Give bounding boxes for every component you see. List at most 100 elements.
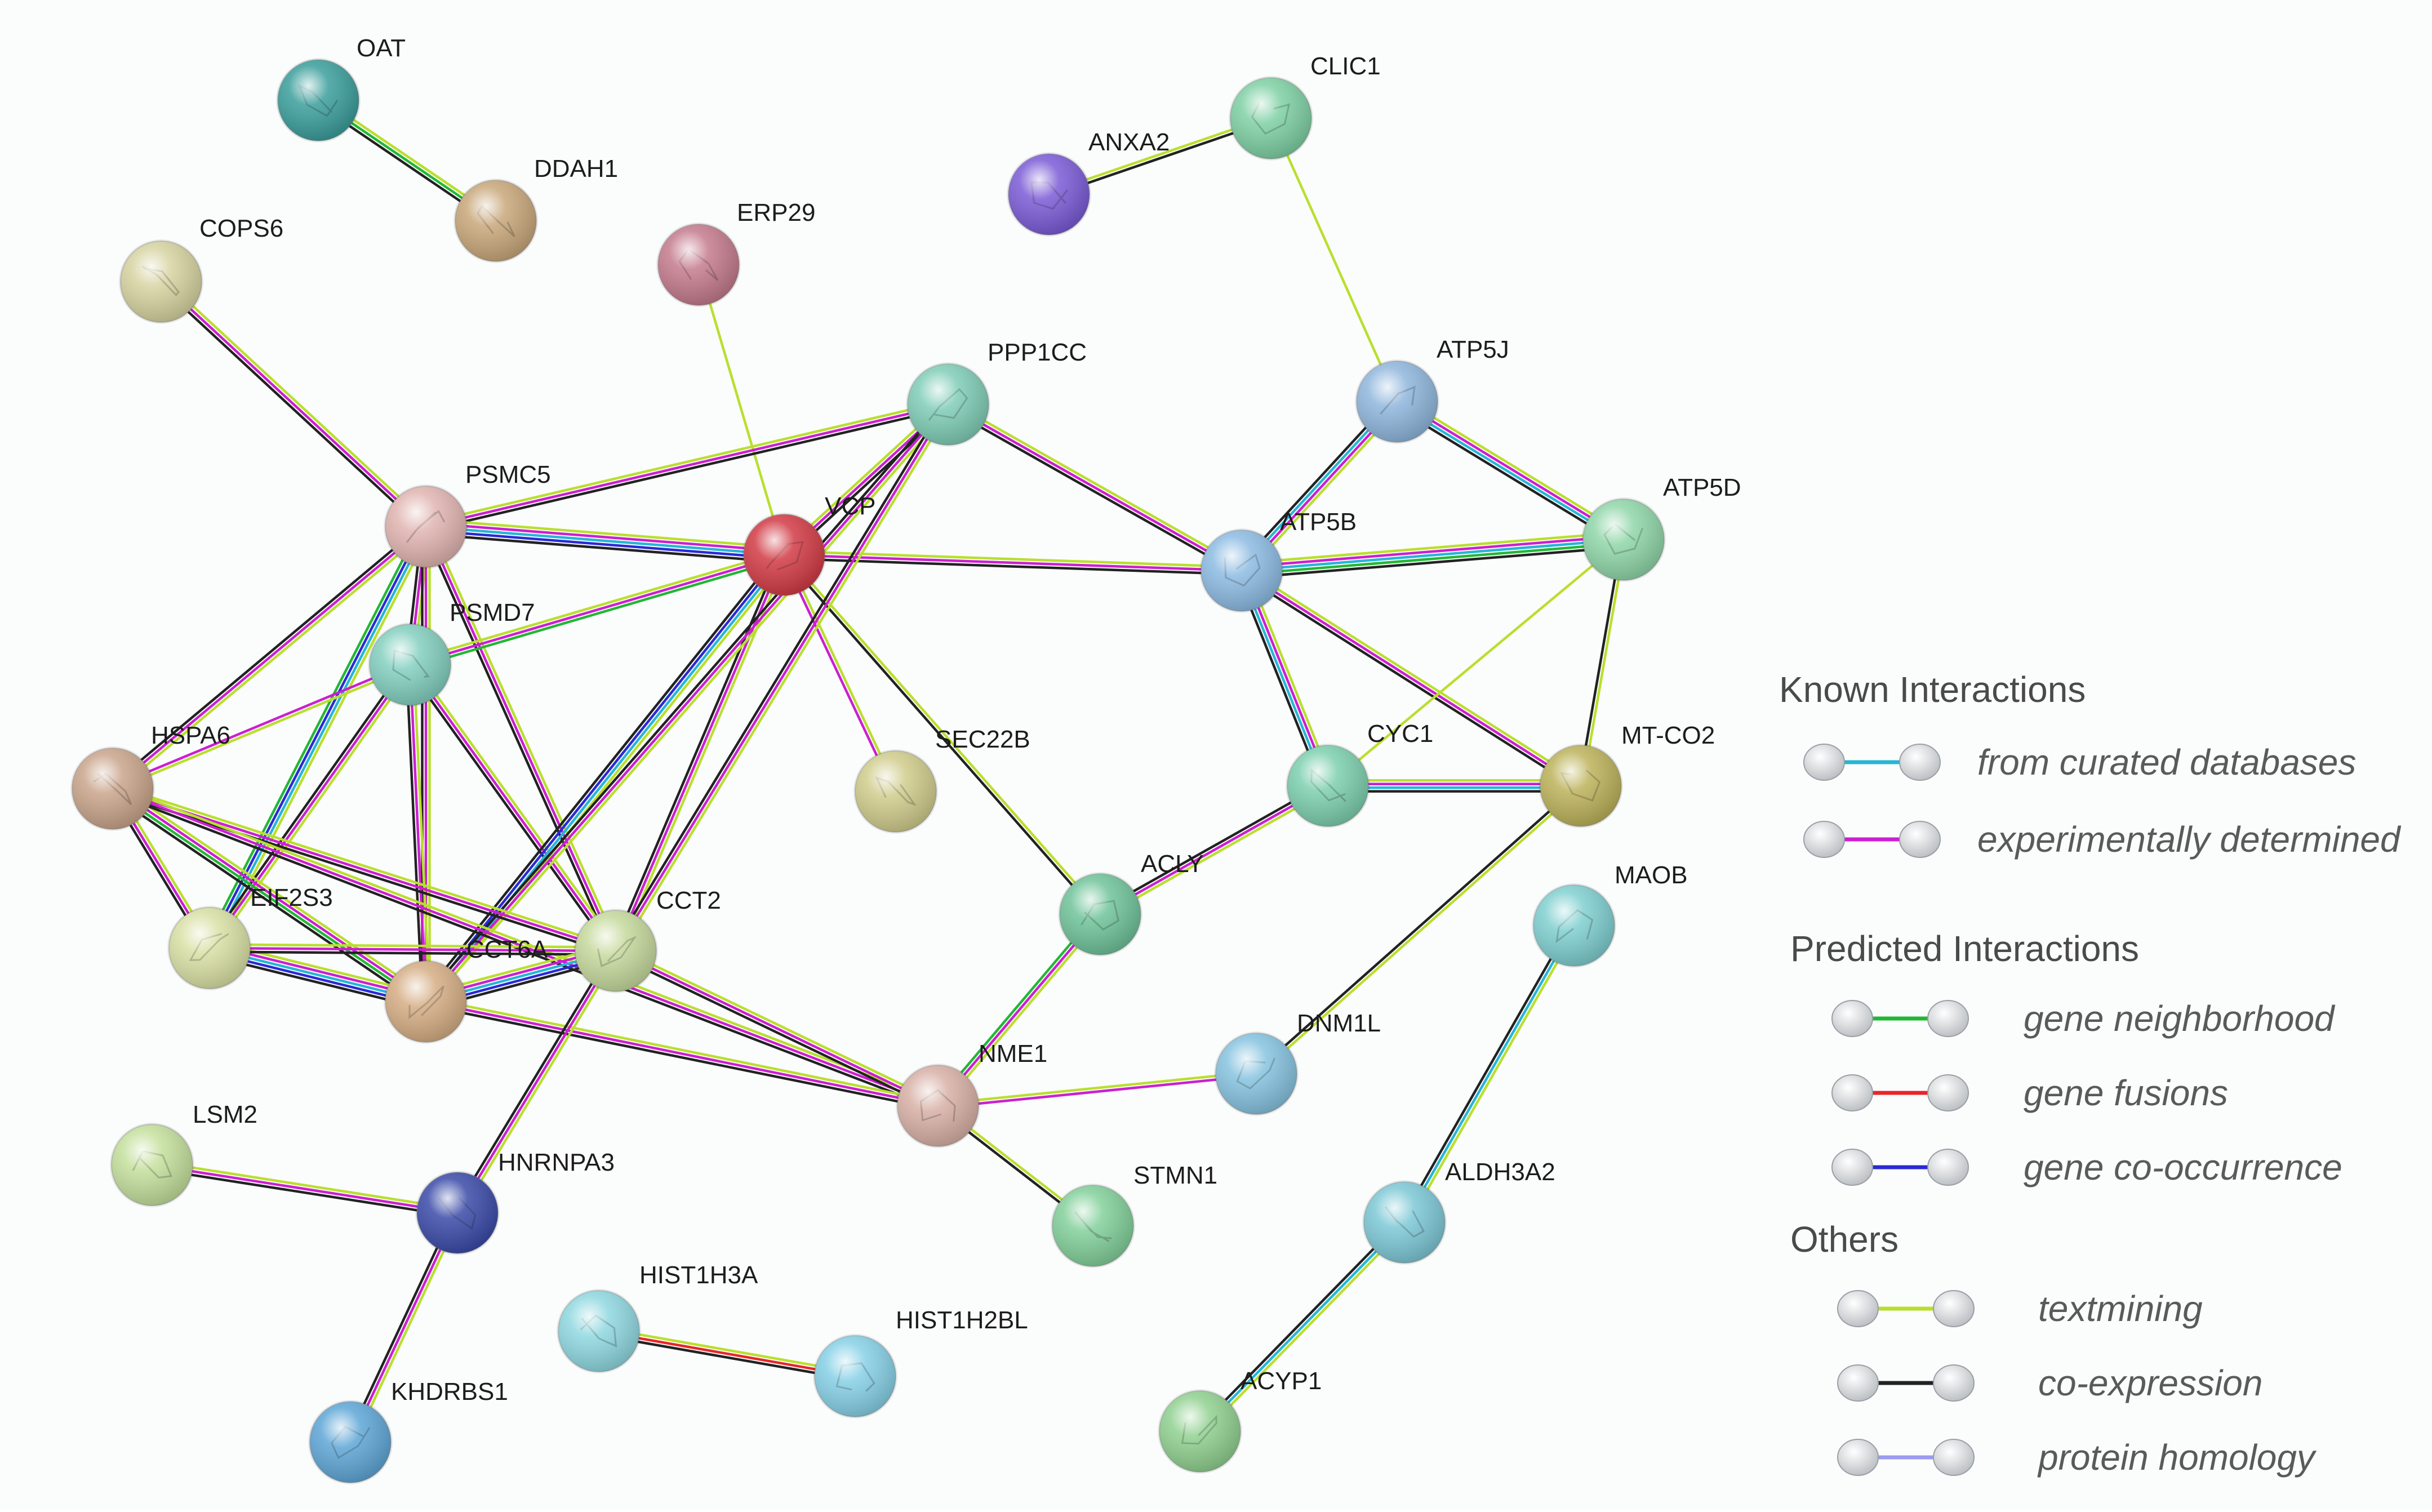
edge-psmd7-vcp[interactable] — [408, 550, 786, 670]
edge-evidence-textmining — [784, 553, 899, 791]
node-acly[interactable]: ACLY — [1058, 850, 1204, 957]
legend-node-right — [1927, 1149, 1969, 1186]
edge-atp5b-atp5d[interactable] — [1241, 531, 1625, 580]
node-psmc5[interactable]: PSMC5 — [384, 461, 551, 569]
node-stmn1[interactable]: STMN1 — [1051, 1162, 1217, 1268]
node-mt-co2[interactable]: MT-CO2 — [1539, 722, 1715, 828]
edge-cops6-psmc5[interactable] — [158, 278, 429, 531]
edge-psmc5-hspa6[interactable] — [109, 523, 429, 793]
node-dnm1l[interactable]: DNM1L — [1214, 1010, 1381, 1116]
node-atp5j[interactable]: ATP5J — [1355, 336, 1509, 444]
edge-nme1-dnm1l[interactable] — [937, 1070, 1257, 1109]
edge-evidence-coexpression — [406, 666, 614, 954]
node-psmd7[interactable]: PSMD7 — [368, 599, 535, 707]
node-atp5d[interactable]: ATP5D — [1581, 474, 1741, 582]
legend-label-co-expression: co-expression — [2038, 1363, 2262, 1403]
node-hnrnpa3[interactable]: HNRNPA3 — [415, 1149, 615, 1255]
edge-hspa6-cct6a[interactable] — [109, 783, 430, 1007]
legend-label-textmining: textmining — [2038, 1288, 2203, 1329]
node-atp5b[interactable]: ATP5B — [1199, 508, 1357, 613]
node-aldh3a2[interactable]: ALDH3A2 — [1362, 1158, 1555, 1265]
edge-eif2s3-cct2[interactable] — [209, 943, 616, 956]
node-gloss — [1230, 78, 1311, 159]
edge-hnrnpa3-khdrbs1[interactable] — [346, 1211, 462, 1444]
edge-cyc1-acly[interactable] — [1097, 781, 1331, 919]
node-gloss — [121, 241, 202, 322]
legend-item-gene-co-occurrence: gene co-occurrence — [1831, 1147, 2342, 1188]
edge-evidence-experimental — [938, 1074, 1257, 1109]
node-khdrbs1[interactable]: KHDRBS1 — [308, 1378, 508, 1484]
edge-clic1-atp5j[interactable] — [1269, 118, 1399, 402]
edge-cct6a-nme1[interactable] — [425, 997, 939, 1111]
node-cct2[interactable]: CCT2 — [573, 887, 721, 993]
edge-hist1h3a-hist1h2bl[interactable] — [598, 1326, 856, 1381]
edge-evidence-experimental — [410, 553, 785, 666]
edge-atp5d-mt-co2[interactable] — [1577, 539, 1627, 786]
node-cyc1[interactable]: CYC1 — [1286, 720, 1433, 828]
node-nme1[interactable]: NME1 — [896, 1040, 1047, 1148]
edge-atp5d-cyc1[interactable] — [1327, 539, 1625, 787]
edge-evidence-textmining — [426, 518, 785, 549]
legend-item-textmining: textmining — [1837, 1288, 2203, 1329]
edge-evidence-coexpression — [426, 407, 949, 532]
node-hspa6[interactable]: HSPA6 — [70, 722, 230, 831]
edge-evidence-experimental — [209, 946, 616, 953]
edge-cyc1-mt-co2[interactable] — [1328, 779, 1581, 793]
edge-lsm2-hnrnpa3[interactable] — [151, 1160, 459, 1218]
node-clic1[interactable]: CLIC1 — [1229, 52, 1381, 161]
node-hist1h2bl[interactable]: HIST1H2BL — [813, 1306, 1028, 1418]
node-lsm2[interactable]: LSM2 — [110, 1101, 257, 1207]
edge-evidence-textmining — [113, 665, 412, 792]
edge-vcp-sec22b[interactable] — [781, 553, 899, 793]
edge-psmc5-cct2[interactable] — [421, 524, 620, 953]
legend-item-experimentally-determined: experimentally determined — [1803, 819, 2402, 860]
edge-atp5j-atp5d[interactable] — [1393, 395, 1628, 546]
node-cct6a[interactable]: CCT6A — [384, 936, 548, 1044]
edge-ppp1cc-atp5b[interactable] — [945, 400, 1244, 575]
edge-evidence-experimental — [614, 554, 786, 951]
node-oat[interactable]: OAT — [276, 34, 406, 143]
edge-maob-aldh3a2[interactable] — [1400, 923, 1579, 1225]
legend-node-right — [1899, 821, 1941, 858]
edge-psmc5-ppp1cc[interactable] — [425, 399, 949, 532]
edge-evidence-coexpression — [453, 948, 614, 1212]
node-hist1h3a[interactable]: HIST1H3A — [557, 1261, 758, 1373]
node-eif2s3[interactable]: EIF2S3 — [167, 884, 333, 990]
legend-node-left — [1837, 1290, 1879, 1327]
edge-evidence-cooccurrence — [423, 553, 784, 1002]
node-maob[interactable]: MAOB — [1532, 861, 1688, 968]
node-label-vcp: VCP — [825, 492, 875, 520]
edge-mt-co2-dnm1l[interactable] — [1254, 783, 1583, 1077]
edge-psmd7-hspa6[interactable] — [111, 661, 412, 792]
edge-vcp-acly[interactable] — [781, 553, 1103, 917]
node-vcp[interactable]: VCP — [742, 492, 875, 597]
edge-acly-nme1[interactable] — [934, 911, 1104, 1109]
edge-evidence-experimental — [615, 949, 939, 1108]
edge-cct2-hnrnpa3[interactable] — [453, 948, 620, 1216]
node-label-clic1: CLIC1 — [1310, 52, 1381, 80]
node-erp29[interactable]: ERP29 — [656, 199, 815, 307]
edge-evidence-experimental — [424, 526, 617, 951]
edge-erp29-vcp[interactable] — [697, 264, 786, 555]
node-anxa2[interactable]: ANXA2 — [1007, 128, 1170, 237]
node-ppp1cc[interactable]: PPP1CC — [906, 339, 1087, 447]
edge-ppp1cc-cct6a[interactable] — [422, 401, 952, 1005]
edge-psmd7-eif2s3[interactable] — [205, 661, 415, 951]
node-ddah1[interactable]: DDAH1 — [454, 155, 618, 263]
edge-cct2-nme1[interactable] — [613, 946, 940, 1110]
edge-ppp1cc-cct2[interactable] — [611, 402, 953, 954]
edge-atp5b-mt-co2[interactable] — [1239, 566, 1584, 790]
node-label-atp5j: ATP5J — [1437, 336, 1509, 363]
edge-aldh3a2-acyp1[interactable] — [1196, 1219, 1408, 1435]
edge-vcp-cct2[interactable] — [611, 553, 789, 953]
edge-psmd7-cct2[interactable] — [406, 661, 620, 954]
node-label-cct2: CCT2 — [656, 887, 721, 914]
node-gloss — [278, 60, 359, 141]
node-cops6[interactable]: COPS6 — [119, 215, 283, 324]
edge-psmc5-vcp[interactable] — [425, 518, 785, 564]
edge-evidence-gene-neighborhood — [110, 789, 426, 1004]
node-sec22b[interactable]: SEC22B — [853, 726, 1030, 834]
node-acyp1[interactable]: ACYP1 — [1158, 1367, 1322, 1474]
node-gloss — [855, 751, 936, 832]
